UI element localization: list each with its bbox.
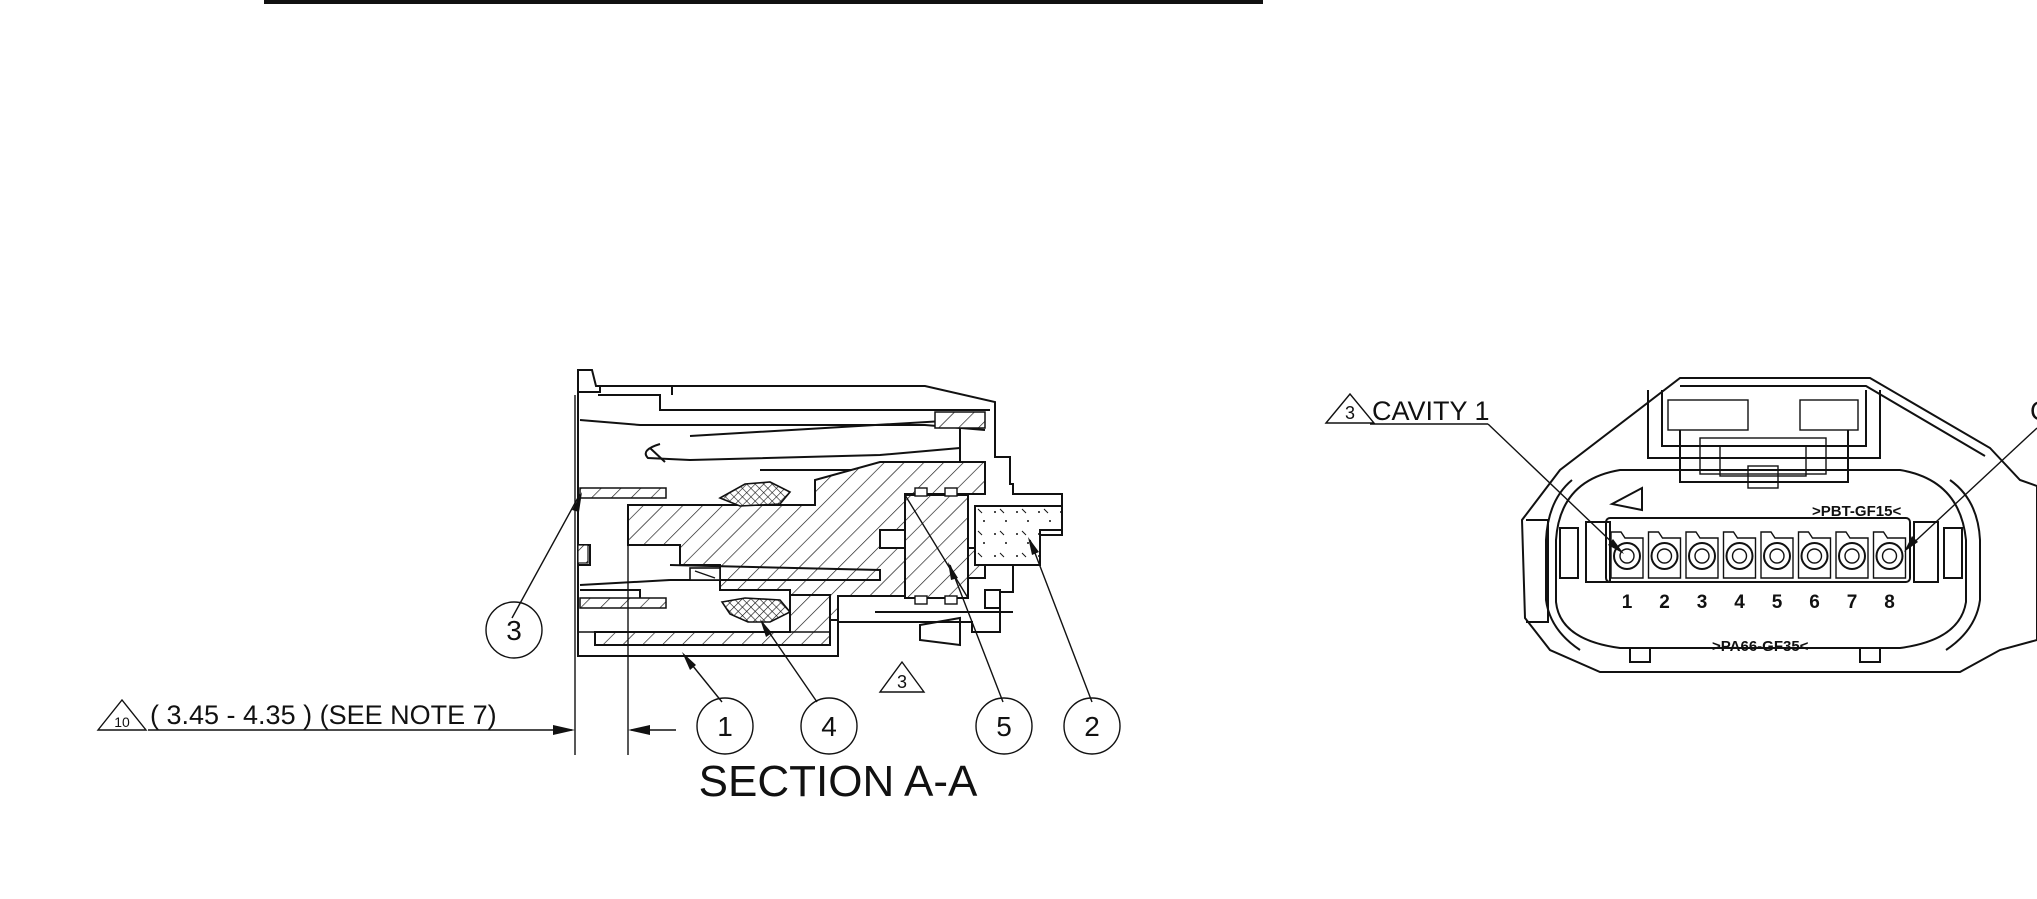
- balloon-3: 3: [485, 601, 543, 659]
- cavity-1: 1: [1610, 531, 1644, 613]
- bottom-marking: >PA66-GF35<: [1712, 638, 1809, 655]
- svg-text:3: 3: [1345, 403, 1355, 423]
- svg-text:3: 3: [506, 615, 522, 646]
- svg-text:1: 1: [717, 711, 733, 742]
- svg-text:3: 3: [897, 672, 907, 692]
- seal-upper: [718, 481, 792, 507]
- svg-text:10: 10: [114, 714, 130, 730]
- cavity-7: 7: [1835, 531, 1869, 613]
- cavity-number: 3: [1697, 592, 1708, 613]
- cavity-number: 2: [1659, 592, 1670, 613]
- cavity-8: 8: [1872, 531, 1907, 613]
- svg-text:C: C: [2030, 396, 2037, 426]
- balloon-4: 4: [800, 697, 858, 755]
- cavity-4: 4: [1722, 531, 1757, 613]
- cavity-number: 5: [1772, 592, 1783, 613]
- section-wall-hatch: [934, 411, 986, 429]
- cavity-3: 3: [1685, 531, 1719, 613]
- balloon-1: 1: [696, 697, 754, 755]
- cavity-2: 2: [1647, 531, 1682, 613]
- section-title: SECTION A-A: [699, 757, 978, 806]
- revision-flag-note: 3: [878, 660, 926, 693]
- cavity-block: [1605, 517, 1911, 583]
- svg-text:2: 2: [1084, 711, 1100, 742]
- cavity-c-callout: C: [1904, 396, 2037, 552]
- section-view: 3 1 4 5 2 3 10 ( 3.45 - 4.35 ) (SEE NOTE: [96, 369, 1121, 806]
- cavity-5: 5: [1760, 531, 1794, 613]
- revision-flag-dimension: 10: [96, 698, 148, 731]
- end-view: 1 2 3 4 5 6 7 8 >PBT-GF15< >PA66-GF35< 3 CAVITY…: [1324, 377, 2037, 673]
- balloon-2: 2: [1063, 697, 1121, 755]
- svg-text:4: 4: [821, 711, 837, 742]
- cavity-number: 8: [1884, 592, 1895, 613]
- seal-lower: [720, 597, 792, 623]
- dimension-text: ( 3.45 - 4.35 ) (SEE NOTE 7): [150, 700, 497, 730]
- cavity-number: 6: [1809, 592, 1820, 613]
- cavity-row: 1 2 3 4 5 6 7 8: [1610, 531, 1907, 613]
- cavity-6: 6: [1797, 531, 1832, 613]
- polarization-triangle: [1609, 486, 1643, 512]
- cavity-number: 1: [1622, 592, 1633, 613]
- rear-plug: [974, 505, 1063, 566]
- cavity-number: 4: [1734, 592, 1745, 613]
- top-marking: >PBT-GF15<: [1812, 503, 1901, 520]
- cavity-number: 7: [1847, 592, 1858, 613]
- svg-text:CAVITY 1: CAVITY 1: [1372, 396, 1490, 426]
- cavity-1-callout: 3 CAVITY 1: [1324, 392, 1624, 554]
- svg-text:5: 5: [996, 711, 1012, 742]
- balloon-5: 5: [975, 697, 1033, 755]
